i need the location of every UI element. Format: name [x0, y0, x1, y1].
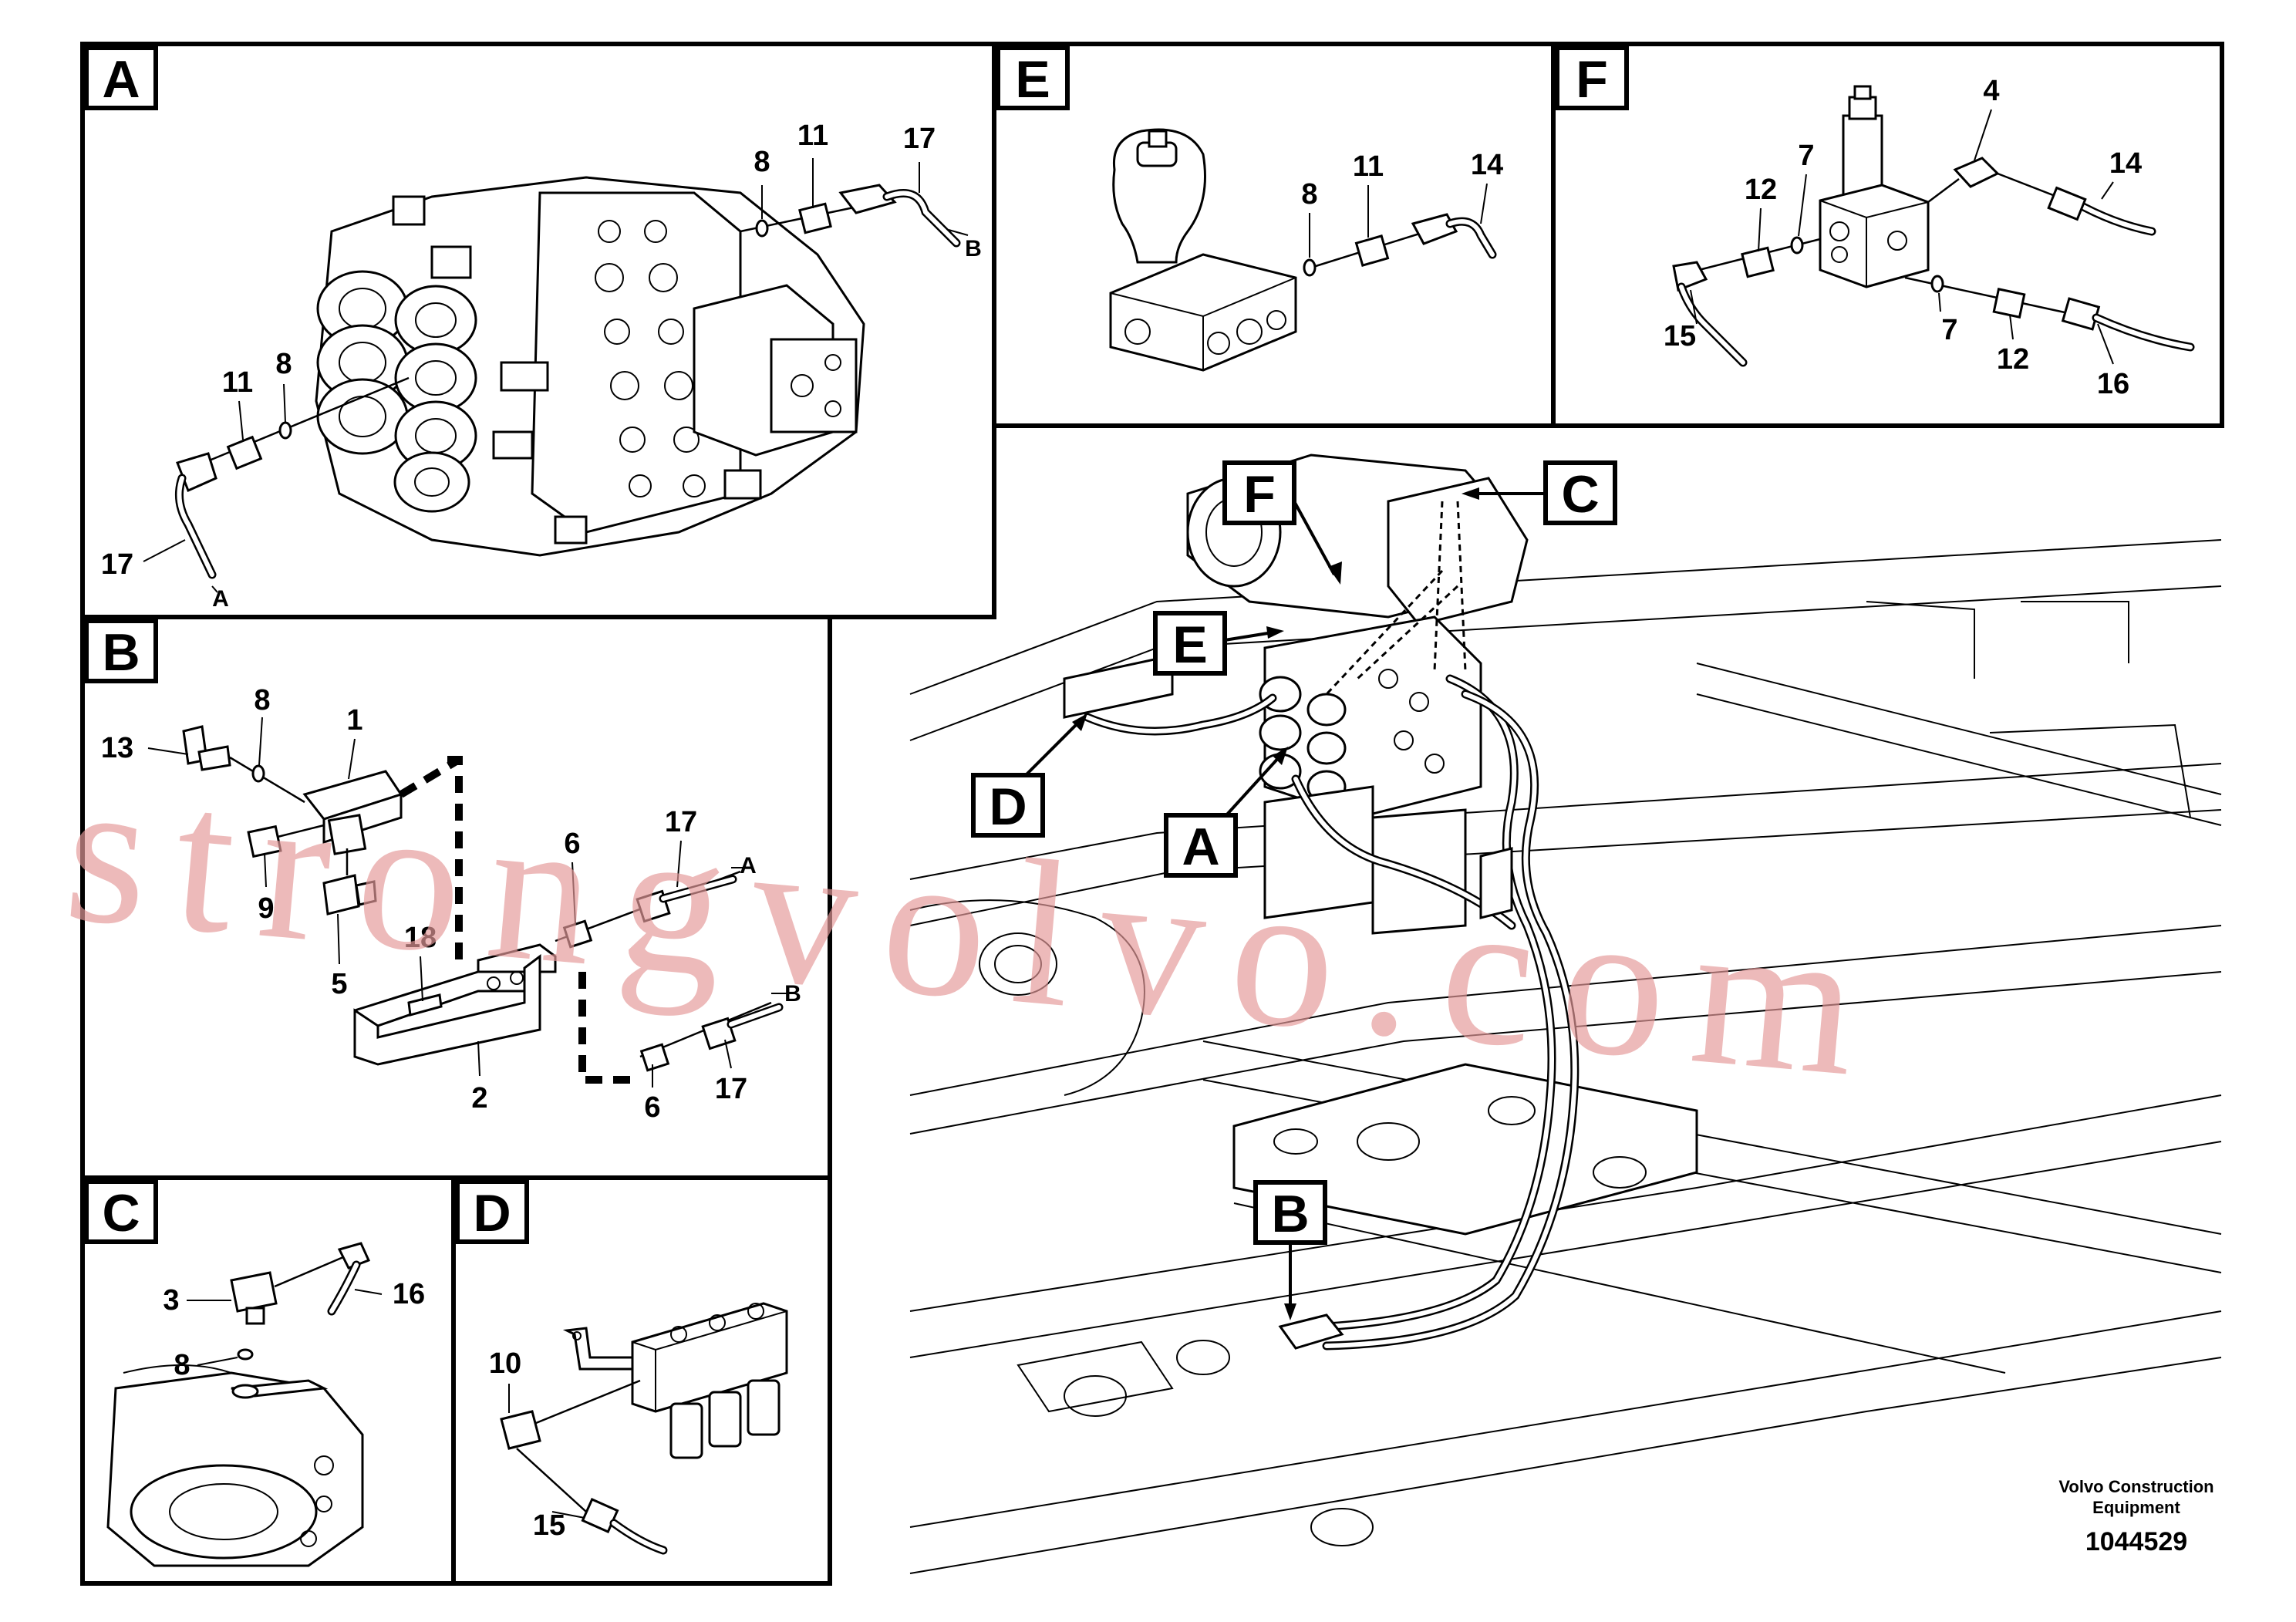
- callout-15: 15: [533, 1509, 565, 1542]
- panel-frames: [80, 42, 2224, 1586]
- drawing-footer: Volvo Construction Equipment 1044529: [2058, 1477, 2213, 1556]
- overview-tags: F C E D A B: [971, 460, 1617, 1320]
- hose-end-b: B: [784, 981, 801, 1007]
- drawing-number: 1044529: [2085, 1527, 2187, 1556]
- callout-6: 6: [564, 828, 580, 860]
- panel-e-callouts: 8 11 14: [1301, 149, 1503, 211]
- panel-b-callouts: 13 8 1 9 5 18 2 6 17 A 6 17 B: [101, 684, 801, 1124]
- callout-17: 17: [715, 1073, 747, 1105]
- callout-8: 8: [1301, 178, 1317, 211]
- callout-12: 12: [1997, 343, 2029, 376]
- callout-8: 8: [254, 684, 270, 717]
- brand-line-2: Equipment: [2092, 1498, 2180, 1517]
- callout-15: 15: [1664, 320, 1696, 352]
- callout-12: 12: [1745, 174, 1777, 206]
- panel-tag-d: D: [473, 1184, 511, 1243]
- callout-8: 8: [275, 348, 292, 380]
- panel-tag-a: A: [102, 50, 140, 109]
- callout-3: 3: [163, 1284, 179, 1317]
- callout-18: 18: [404, 922, 437, 954]
- panel-f-drawing: [1672, 85, 2195, 367]
- panel-tag-c: C: [102, 1184, 140, 1243]
- callout-5: 5: [331, 968, 347, 1000]
- hose-end-a: A: [740, 853, 757, 878]
- overview-tag-d: D: [989, 777, 1027, 836]
- callout-8: 8: [174, 1349, 190, 1381]
- callout-2: 2: [471, 1082, 487, 1114]
- hose-end-a: A: [212, 586, 229, 612]
- callout-4: 4: [1983, 75, 1999, 107]
- overview-tag-c: C: [1561, 465, 1599, 524]
- panel-d-drawing: [500, 1302, 788, 1555]
- callout-14: 14: [1471, 149, 1503, 181]
- callout-7: 7: [1941, 314, 1957, 346]
- callout-14: 14: [2109, 147, 2142, 180]
- panel-a-callouts: 8 11 17 B 11 8 17 A: [101, 120, 982, 612]
- callout-16: 16: [393, 1278, 425, 1310]
- callout-13: 13: [101, 732, 133, 764]
- hose-end-b: B: [965, 236, 982, 261]
- panel-b-drawing: [147, 717, 787, 1088]
- callout-16: 16: [2097, 368, 2129, 400]
- solenoid-stack: [316, 270, 477, 513]
- panel-d-callouts: 10 15: [489, 1347, 565, 1542]
- callout-11: 11: [797, 120, 828, 152]
- overview-tag-f: F: [1243, 465, 1276, 524]
- callout-6: 6: [644, 1091, 660, 1124]
- callout-17: 17: [903, 123, 936, 155]
- panel-c-callouts: 3 16 8: [163, 1278, 425, 1381]
- panel-c-drawing: [106, 1242, 383, 1567]
- panel-tag-e: E: [1015, 50, 1050, 109]
- panel-tag-f: F: [1576, 50, 1608, 109]
- brand-line-1: Volvo Construction: [2058, 1477, 2213, 1496]
- panel-f-callouts: 4 12 7 14 15 7 12 16: [1664, 75, 2142, 400]
- panel-tags: A E F B C D: [84, 46, 1629, 1244]
- panel-a-drawing: [143, 158, 969, 593]
- panel-e-drawing: [1109, 128, 1497, 372]
- callout-10: 10: [489, 1347, 521, 1380]
- callout-17: 17: [665, 806, 697, 838]
- overview-tag-a: A: [1182, 818, 1219, 876]
- overview-tag-b: B: [1271, 1185, 1309, 1243]
- panel-tag-b: B: [102, 623, 140, 682]
- overview-tag-e: E: [1172, 615, 1207, 674]
- callout-9: 9: [258, 892, 274, 925]
- callout-11: 11: [1353, 150, 1384, 183]
- callout-17: 17: [101, 548, 133, 581]
- callout-7: 7: [1798, 140, 1814, 172]
- callout-11: 11: [222, 366, 253, 399]
- callout-1: 1: [346, 704, 362, 737]
- callout-8: 8: [754, 146, 770, 178]
